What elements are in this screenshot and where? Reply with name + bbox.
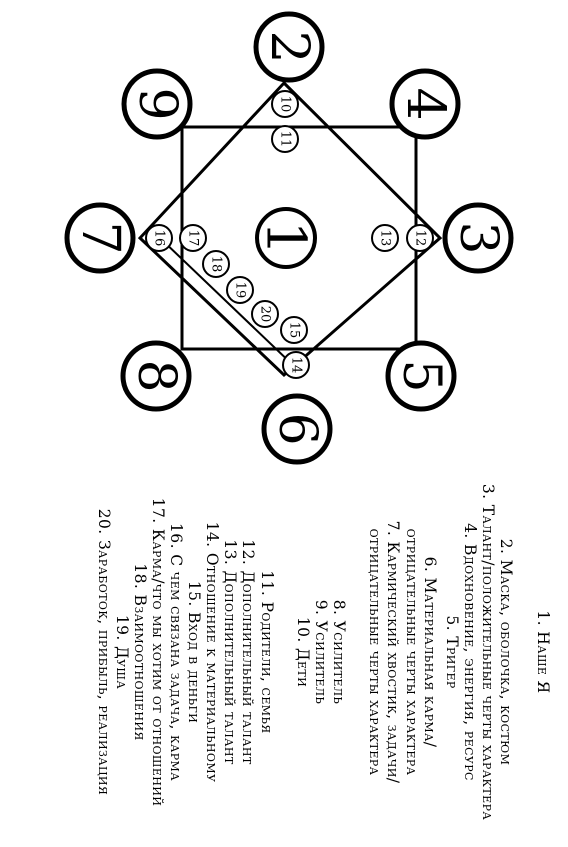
outer-node-5: 5 [385, 340, 457, 412]
outer-node-2: 2 [253, 11, 325, 83]
inner-node-label: 11 [278, 131, 293, 148]
outer-node-6: 6 [261, 393, 333, 465]
inner-node-label: 10 [278, 96, 293, 113]
inner-node-label: 19 [233, 282, 248, 299]
legend-item: 17. Карма/что мы хотим от отношений [149, 497, 167, 807]
legend-item: 2. Маска, оболочка, костюм [497, 538, 515, 766]
inner-node-label: 15 [287, 322, 302, 339]
legend-item: 18. Взаимоотношения [131, 563, 149, 741]
inner-node-10: 10 [271, 90, 299, 118]
legend-item: 19. Душа [113, 614, 131, 690]
inner-node-14: 14 [282, 351, 310, 379]
legend-item: 9. Усилитель [312, 599, 330, 705]
legend: 1. Наше Я 2. Маска, оболочка, костюм 3. … [32, 462, 552, 842]
legend-item: 12. Дополнительный талант [239, 539, 257, 765]
legend-item: 13. Дополнительный талант [221, 539, 239, 765]
outer-node-label: 9 [127, 87, 187, 120]
outer-node-4: 4 [389, 68, 461, 140]
inner-node-20: 20 [251, 300, 279, 328]
legend-item: 4. Вдохновение, энергия, ресурс [461, 523, 479, 781]
inner-node-16: 16 [145, 224, 173, 252]
outer-node-label: 3 [448, 221, 508, 254]
legend-item: 14. Отношение к материальному [203, 521, 221, 783]
center-node-1: 1 [255, 207, 318, 269]
inner-node-label: 16 [152, 230, 167, 247]
legend-item: 11. Родители, семья [258, 570, 276, 734]
inner-node-19: 19 [226, 276, 254, 304]
legend-item: 20. Заработок, прибыль, реализация [95, 508, 113, 796]
outer-node-label: 7 [70, 221, 130, 254]
legend-item: 3. Талант/положительные черты характера [479, 483, 497, 821]
outer-node-label: 4 [395, 87, 455, 120]
legend-item: 1. Наше Я [534, 610, 552, 694]
outer-node-label: 2 [259, 30, 319, 63]
outer-node-label: 6 [267, 412, 327, 445]
legend-item: 15. Вход в деньги [185, 580, 203, 724]
outer-node-9: 9 [121, 68, 193, 140]
inner-node-label: 17 [186, 230, 201, 247]
outer-node-3: 3 [442, 202, 514, 274]
inner-node-17: 17 [179, 224, 207, 252]
legend-item: 7. Кармический хвостик, задачи/ [384, 520, 402, 784]
inner-node-label: 12 [413, 230, 428, 247]
legend-item: 10. Дети [294, 616, 312, 688]
inner-node-15: 15 [280, 316, 308, 344]
inner-node-12: 12 [406, 224, 434, 252]
legend-item: 6. Материальная карма/ [421, 556, 439, 748]
inner-node-label: 14 [289, 357, 304, 374]
center-node-label: 1 [255, 221, 318, 255]
inner-node-label: 13 [378, 230, 393, 247]
inner-node-13: 13 [371, 224, 399, 252]
outer-node-7: 7 [64, 202, 136, 274]
inner-node-18: 18 [202, 250, 230, 278]
diagonal-line [159, 237, 297, 369]
legend-item: отрицательные черты характера [403, 528, 421, 776]
inner-diamond [137, 80, 443, 378]
outer-node-8: 8 [120, 340, 192, 412]
legend-item: 5. Тригер [443, 615, 461, 689]
legend-item: отрицательные черты характера [366, 528, 384, 776]
outer-node-label: 8 [126, 359, 186, 392]
outer-node-label: 5 [391, 359, 451, 392]
inner-node-label: 18 [209, 256, 224, 273]
legend-item: 16. С чем связана задача, карма [167, 523, 185, 781]
legend-item: 8. Усилитель [330, 599, 348, 705]
inner-node-label: 20 [258, 306, 273, 323]
inner-node-11: 11 [271, 125, 299, 153]
